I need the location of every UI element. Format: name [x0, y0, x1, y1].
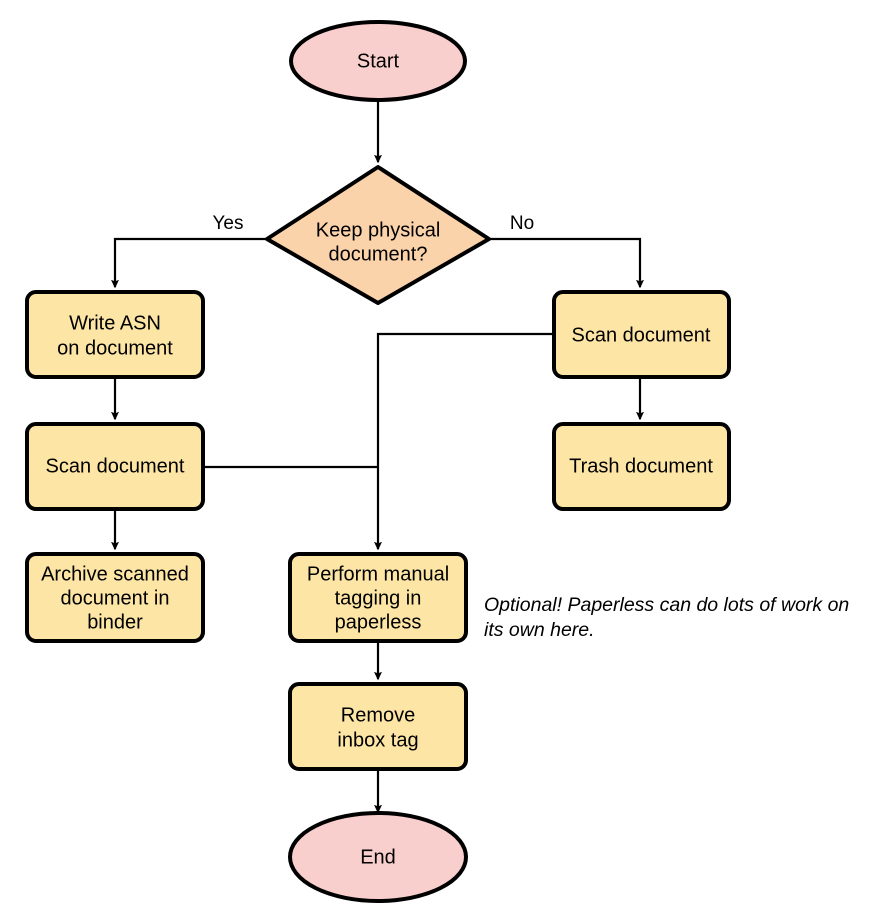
- archive-label-line3: binder: [87, 611, 143, 633]
- node-archive-scanned-document[interactable]: Archive scanned document in binder: [25, 552, 205, 643]
- remove-inbox-tag-label-line1: Remove: [341, 704, 415, 726]
- scan-document-left-label: Scan document: [46, 455, 185, 477]
- archive-label-line2: document in: [61, 587, 170, 609]
- write-asn-label-line2: on document: [57, 337, 173, 359]
- node-end[interactable]: End: [288, 811, 468, 903]
- node-write-asn-on-document[interactable]: Write ASN on document: [25, 290, 205, 379]
- edge-decision-yes-to-write-asn: [111, 237, 266, 289]
- trash-document-box: [552, 422, 731, 511]
- decision-label-line1: Keep physical: [316, 219, 441, 241]
- edge-decision-no-to-scan-right: [490, 237, 644, 289]
- remove-inbox-tag-label-line2: inbox tag: [337, 729, 418, 751]
- scan-document-right-box: [552, 290, 731, 379]
- node-perform-manual-tagging[interactable]: Perform manual tagging in paperless: [288, 552, 468, 643]
- tagging-label-line3: paperless: [335, 611, 422, 633]
- write-asn-label-line1: Write ASN: [69, 312, 161, 334]
- remove-inbox-tag-box: [288, 682, 468, 771]
- optional-note-line1: Optional! Paperless can do lots of work …: [484, 594, 849, 616]
- trash-document-label: Trash document: [569, 455, 713, 477]
- tagging-box: [288, 552, 468, 643]
- node-decision-keep-physical-document[interactable]: Keep physical document?: [265, 165, 491, 305]
- start-ellipse: [289, 20, 467, 102]
- end-ellipse: [288, 811, 468, 903]
- archive-box: [25, 552, 205, 643]
- node-remove-inbox-tag[interactable]: Remove inbox tag: [288, 682, 468, 771]
- start-label: Start: [357, 50, 400, 72]
- edge-label-no: No: [510, 213, 534, 234]
- tagging-label-line2: tagging in: [335, 587, 422, 609]
- scan-document-left-box: [25, 422, 205, 511]
- annotation-optional-note: Optional! Paperless can do lots of work …: [484, 594, 849, 641]
- node-start[interactable]: Start: [289, 20, 467, 102]
- end-label: End: [360, 846, 396, 868]
- edge-scan-right-to-tagging: [374, 332, 553, 551]
- edge-label-yes: Yes: [213, 213, 244, 234]
- decision-label-line2: document?: [329, 243, 428, 265]
- node-scan-document-left[interactable]: Scan document: [25, 422, 205, 511]
- tagging-label-line1: Perform manual: [307, 563, 449, 585]
- scan-document-right-label: Scan document: [572, 324, 711, 346]
- optional-note-line2: its own here.: [484, 619, 595, 641]
- node-scan-document-right[interactable]: Scan document: [552, 290, 731, 379]
- archive-label-line1: Archive scanned: [41, 563, 189, 585]
- decision-diamond: [265, 165, 491, 305]
- write-asn-box: [25, 290, 205, 379]
- node-trash-document[interactable]: Trash document: [552, 422, 731, 511]
